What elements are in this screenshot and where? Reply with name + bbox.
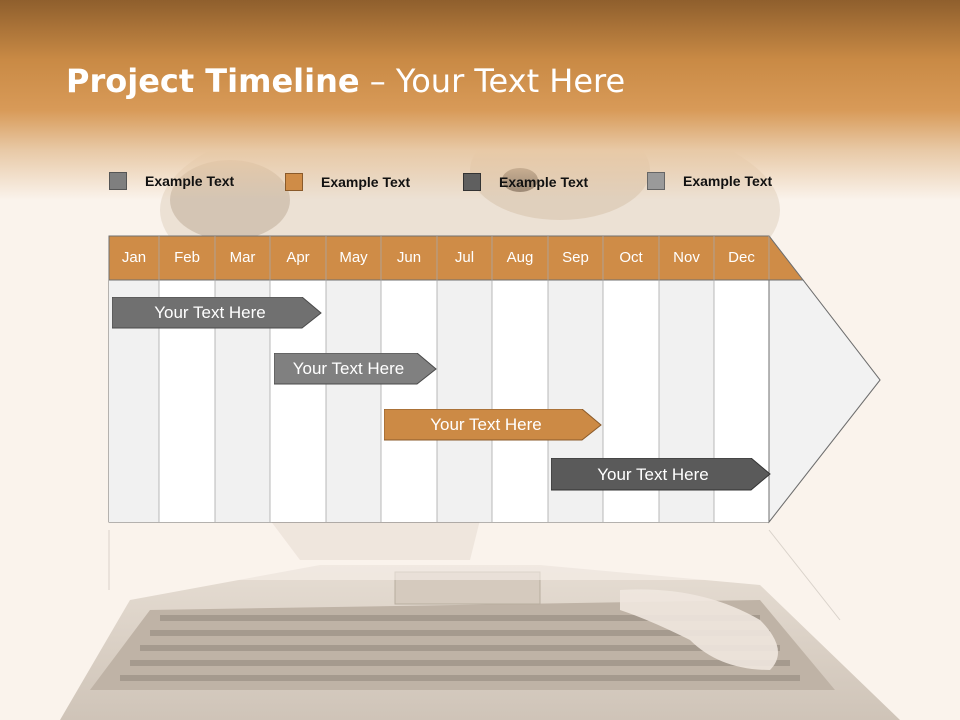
title-band <box>0 0 960 200</box>
task-bar-3[interactable]: Your Text Here <box>384 409 602 441</box>
month-label-oct: Oct <box>619 249 643 266</box>
task-arrow-shape-2 <box>274 353 437 385</box>
task-label-1: Your Text Here <box>154 303 266 322</box>
month-label-jun: Jun <box>396 249 422 266</box>
legend-item-4: Example Text <box>647 171 772 191</box>
legend-label-2: Example Text <box>321 174 411 190</box>
month-column-7 <box>437 280 492 522</box>
legend-swatch-3 <box>463 173 481 191</box>
month-label-aug: Aug <box>506 249 534 266</box>
month-label-sep: Sep <box>562 249 589 266</box>
title-rest: – Your Text Here <box>359 62 626 100</box>
legend-label-4: Example Text <box>683 173 773 189</box>
month-label-jan: Jan <box>121 249 147 266</box>
legend-item-2: Example Text <box>285 172 410 192</box>
task-arrow-shape-4 <box>551 458 771 491</box>
legend-swatch-1 <box>109 172 127 190</box>
month-label-nov: Nov <box>673 249 700 266</box>
task-arrow-shape-3 <box>384 409 602 441</box>
task-label-4: Your Text Here <box>597 465 709 484</box>
month-label-jul: Jul <box>454 249 475 266</box>
month-label-mar: Mar <box>229 249 256 266</box>
task-bar-4[interactable]: Your Text Here <box>551 458 771 491</box>
month-column-6 <box>381 280 437 522</box>
legend-item-1: Example Text <box>109 171 234 191</box>
task-label-2: Your Text Here <box>292 359 405 378</box>
month-label-dec: Dec <box>728 249 755 266</box>
slide-title: Project Timeline – Your Text Here <box>66 62 625 100</box>
title-bold: Project Timeline <box>66 62 360 100</box>
timeline-arrow-tip <box>768 279 881 524</box>
task-bar-2[interactable]: Your Text Here <box>274 353 437 385</box>
legend-swatch-2 <box>285 173 303 191</box>
month-label-apr: Apr <box>286 249 310 266</box>
task-bar-1[interactable]: Your Text Here <box>112 297 322 329</box>
legend-label-1: Example Text <box>145 173 235 189</box>
month-label-feb: Feb <box>174 249 200 266</box>
month-column-5 <box>326 280 381 522</box>
month-column-8 <box>492 280 548 522</box>
legend-item-3: Example Text <box>463 172 588 192</box>
month-label-may: May <box>339 249 368 266</box>
legend-label-3: Example Text <box>499 174 589 190</box>
task-label-3: Your Text Here <box>430 415 542 434</box>
legend-swatch-4 <box>647 172 665 190</box>
task-arrow-shape-1 <box>112 297 322 329</box>
